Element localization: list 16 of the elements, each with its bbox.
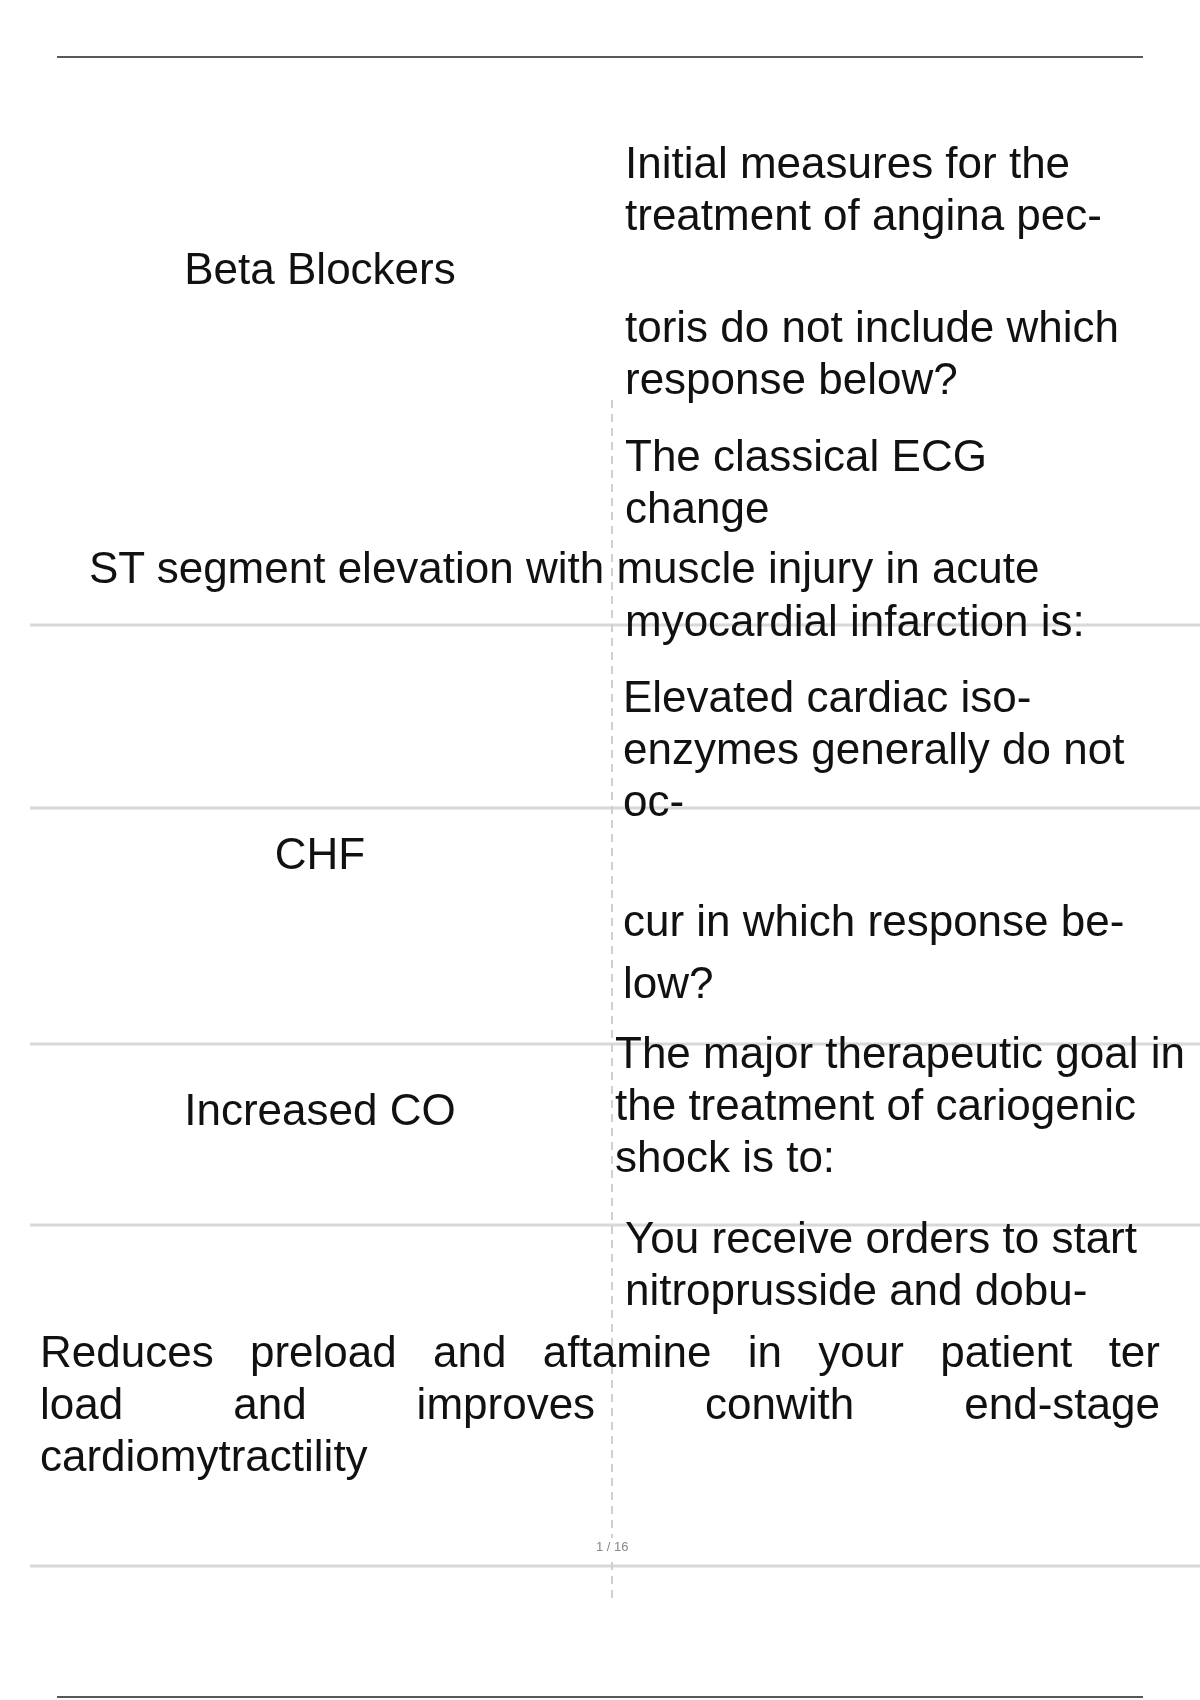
question-text: Reduces preload and aftamine in your patient ter [40, 1326, 1160, 1378]
page-number: 1 / 16 [594, 1538, 631, 1556]
question-text: CHF [273, 828, 367, 880]
question-text: The classical ECG change [625, 430, 988, 534]
question-text: You receive orders to start nitroprusside and dobu- [625, 1212, 1138, 1316]
question-text: The major therapeutic goal in the treatment of cariogenic shock is to: [615, 1027, 1186, 1183]
question-text: Initial measures for the treatment of angina pec- [625, 137, 1103, 241]
question-text: cardiomytractility [40, 1430, 369, 1482]
question-text: Beta Blockers [183, 243, 457, 295]
question-text: toris do not include which response below? [625, 301, 1121, 405]
question-text: ST segment elevation with muscle injury in acute [89, 542, 1041, 594]
question-text: Elevated cardiac iso- enzymes generally do not oc- [623, 671, 1126, 827]
question-text: myocardial infarction is: [625, 595, 1086, 647]
question-text: cur in which response be- low? [623, 895, 1126, 1009]
question-text: Increased CO [183, 1084, 457, 1136]
question-text: load and improves conwith end-stage [40, 1378, 1160, 1430]
